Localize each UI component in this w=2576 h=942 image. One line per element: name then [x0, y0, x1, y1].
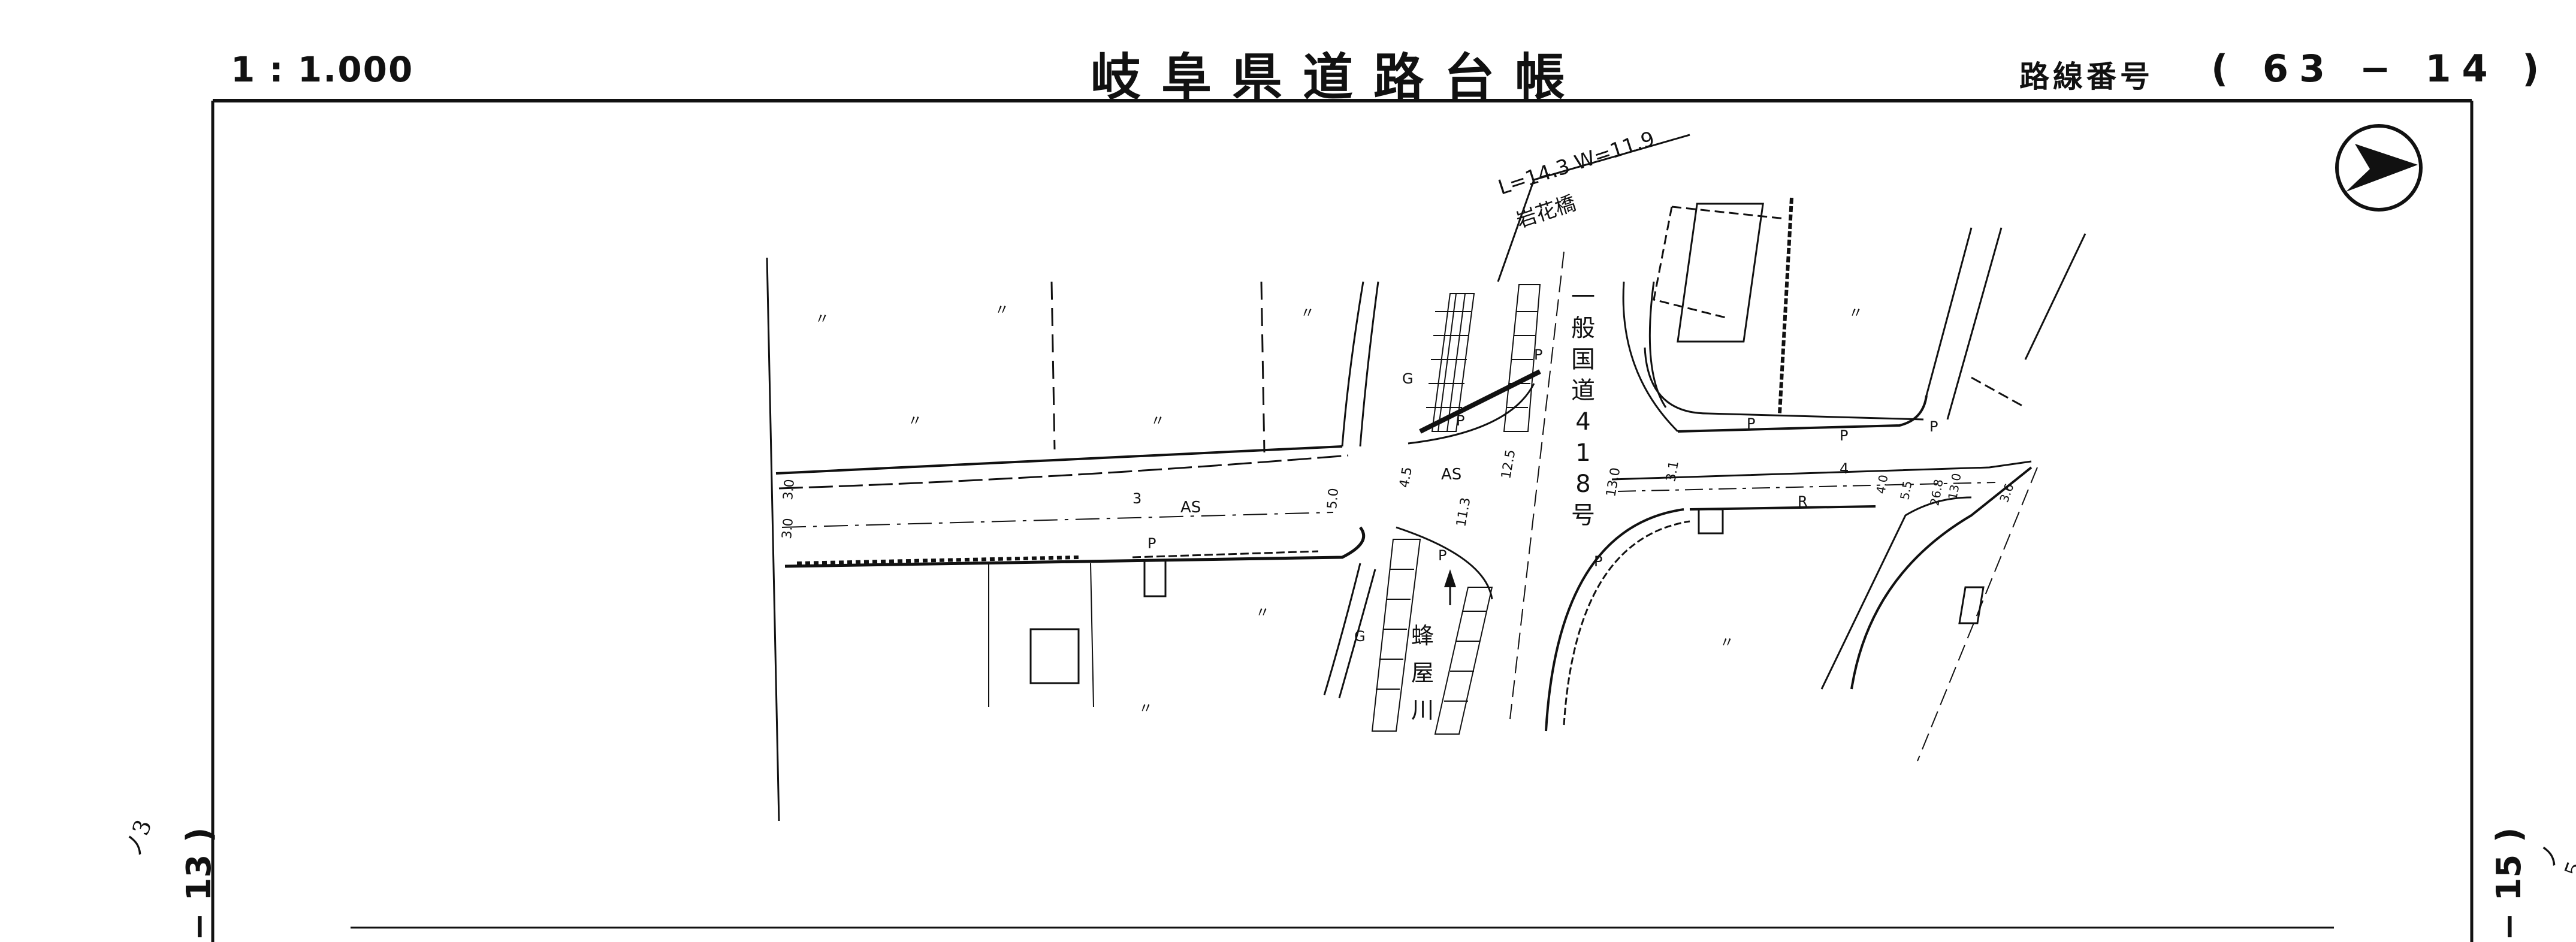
road-curb-north	[778, 454, 1349, 490]
parcel-boundary	[1090, 563, 1094, 708]
curb-line	[1648, 281, 1667, 408]
bridge-dimensions: L=14.3 W=11.9	[1495, 127, 1657, 200]
river-revetment-south	[1371, 539, 1493, 735]
parking-label: P	[1147, 535, 1156, 552]
parking-label: P	[1747, 415, 1755, 432]
road-centerline	[781, 512, 1334, 528]
river-revetment-north	[1426, 293, 1475, 432]
width-label: 4.0	[1873, 473, 1891, 494]
national-road-edge	[1545, 508, 1684, 732]
parcel-boundary-dashed	[1917, 467, 2038, 762]
road-edge-south	[784, 526, 1366, 568]
parcel-boundary-west	[766, 257, 780, 822]
width-label: 3.0	[781, 478, 798, 500]
parking-curve	[1396, 526, 1493, 600]
ditto-mark: 〃	[995, 301, 1009, 318]
parking-label: P	[1456, 412, 1464, 429]
national-road-edge	[1622, 281, 1679, 433]
side-road-edge	[1820, 496, 1972, 690]
ditto-mark: 〃	[1150, 412, 1165, 429]
width-label: 13.0	[1603, 466, 1623, 498]
ditto-mark: 〃	[1849, 304, 1863, 321]
side-road-edge	[2024, 233, 2086, 360]
width-label: 5.0	[1325, 487, 1342, 509]
number-label: 3	[1133, 490, 1141, 507]
structure-outline	[1698, 508, 1724, 535]
structure-outline	[1958, 586, 1985, 624]
parcel-boundary-dashed	[1260, 281, 1266, 453]
page-title: 岐阜県道路台帳	[1091, 48, 1586, 107]
national-road-centerline	[1509, 251, 1565, 720]
building-outline	[1677, 203, 1764, 343]
number-label: 4	[1840, 460, 1849, 477]
ditto-mark: 〃	[815, 310, 829, 327]
route-number-label: 路線番号	[2019, 59, 2154, 94]
flow-arrow-head-icon	[1444, 569, 1456, 587]
road-hatched-edge	[1132, 550, 1319, 558]
river-revetment-north-2	[1503, 284, 1541, 432]
bridge-leader-line	[1497, 134, 1690, 282]
river-bank-line	[1359, 281, 1379, 447]
parcel-boundary-dashed	[1050, 281, 1056, 450]
width-label: 13.0	[1945, 472, 1964, 501]
width-label: 26.8	[1927, 478, 1946, 507]
lane-label: G	[1354, 628, 1366, 645]
ditto-mark: 〃	[1255, 604, 1270, 621]
ditto-mark: 〃	[1720, 634, 1734, 651]
r-label: R	[1798, 493, 1808, 510]
bridge-name: 岩花橋	[1513, 191, 1578, 233]
width-label: 3.1	[1663, 460, 1682, 483]
lane-label: G	[1402, 370, 1414, 387]
retaining-wall	[1778, 197, 1793, 414]
ditto-mark: 〃	[1300, 304, 1315, 321]
north-arrow-icon	[2335, 124, 2423, 212]
width-label: 4.5	[1397, 466, 1415, 489]
side-road-edge	[1850, 466, 2033, 690]
building-outline	[1143, 559, 1167, 597]
building-outline	[1029, 628, 1080, 684]
parking-curve	[1408, 383, 1535, 445]
width-label: 3.0	[780, 517, 796, 539]
river-bank-line	[1341, 281, 1364, 447]
side-road-edge	[1946, 227, 2003, 420]
east-road-edge-north	[1677, 395, 1928, 433]
building-outline-dashed	[1653, 206, 1786, 319]
surface-label: AS	[1180, 499, 1201, 517]
national-road-curb	[1563, 520, 1690, 726]
curb-line	[1644, 347, 1924, 421]
river-bank-line	[1338, 569, 1376, 699]
parking-label: P	[1840, 427, 1848, 444]
width-label: 12.5	[1499, 448, 1518, 480]
river-bank-line	[1323, 563, 1361, 696]
river-name-label: 蜂屋川	[1411, 623, 1434, 723]
side-road-edge	[1925, 227, 1973, 396]
width-label: 11.3	[1454, 496, 1473, 528]
east-road-edge	[1611, 460, 2032, 481]
parking-label: P	[1438, 547, 1446, 564]
national-road-label: 一般国道418号	[1571, 283, 1595, 529]
ditto-mark: 〃	[908, 412, 922, 429]
scale-label: 1 : 1.000	[231, 49, 414, 90]
surface-label: AS	[1441, 466, 1461, 484]
parking-label: P	[1534, 346, 1542, 363]
parcel-boundary-dashed	[1971, 376, 2026, 409]
parking-label: P	[1929, 418, 1938, 435]
ditto-mark: 〃	[1138, 700, 1153, 717]
bridge-railing	[1419, 369, 1541, 434]
east-road-centerline	[1617, 482, 1996, 492]
width-label: 3.6	[1997, 482, 2016, 505]
parking-label: P	[1594, 553, 1602, 570]
width-label: 5.5	[1897, 479, 1914, 500]
road-edge-north	[775, 445, 1343, 475]
route-number-value: ( 63 − 14 )	[2211, 47, 2550, 90]
